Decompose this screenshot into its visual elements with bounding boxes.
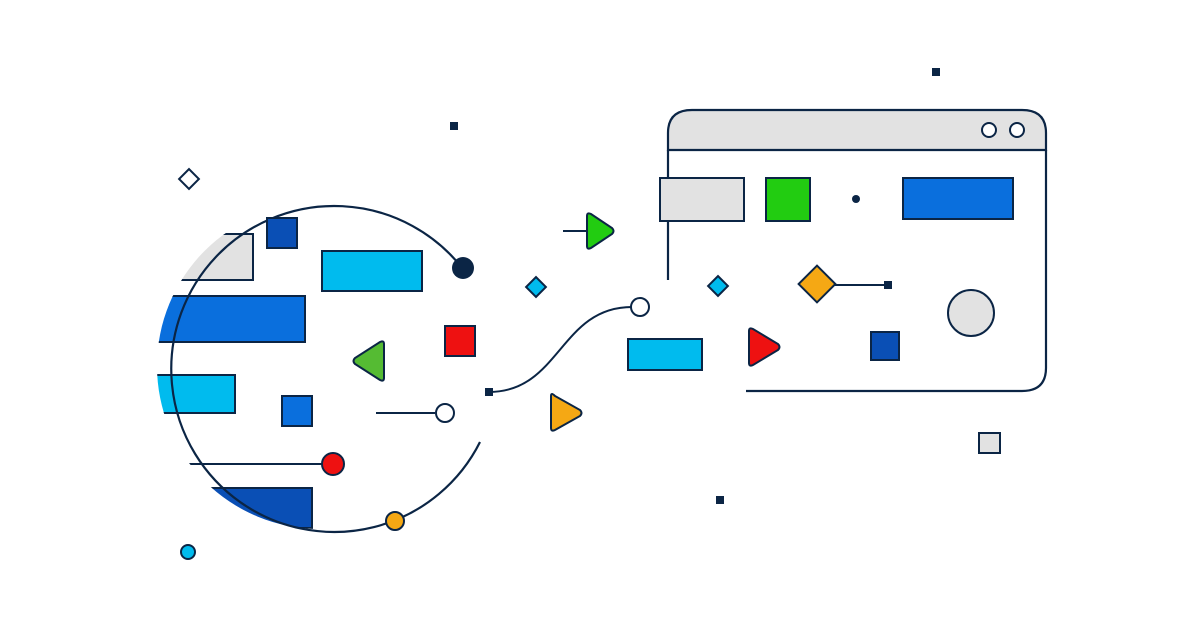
- window-control-circles-icon: [981, 122, 997, 138]
- diamond-icon-orange: [797, 264, 837, 304]
- lens-blue-bar-top: [157, 295, 306, 343]
- square-red: [444, 325, 476, 357]
- diamond-icon-sky: [524, 275, 548, 299]
- browser-gray-block: [659, 177, 745, 222]
- square-mid-blue: [281, 395, 313, 427]
- browser-gray-circle: [947, 289, 995, 337]
- browser-dark-blue-square: [870, 331, 900, 361]
- connector-end-square: [485, 388, 493, 396]
- sky-dot: [180, 544, 196, 560]
- browser-blue-bar: [902, 177, 1014, 220]
- lens-sky-bar-wide: [321, 250, 423, 292]
- browser-titlebar: [666, 108, 1048, 152]
- lens-contents: [157, 233, 322, 529]
- browser-dot: [852, 195, 860, 203]
- play-triangle-icon-orange: [550, 393, 583, 432]
- play-triangle-icon-green-right: [586, 212, 615, 250]
- floating-shapes: [177, 68, 1001, 560]
- connector-node-icon-white: [435, 403, 455, 423]
- diamond-icon-outline: [177, 167, 201, 191]
- window-control-circles-icon: [1009, 122, 1025, 138]
- s-curve-connector: [488, 306, 633, 393]
- diamond-icon-sky-2: [706, 274, 730, 298]
- connector-node-icon: [452, 257, 474, 279]
- lens-sky-bar: [157, 374, 236, 414]
- floating-sky-bar: [627, 338, 703, 371]
- tiny-square: [716, 496, 724, 504]
- connector-node-icon-white-2: [630, 297, 650, 317]
- browser-green-square: [765, 177, 811, 222]
- tiny-square: [450, 122, 458, 130]
- square-outline-gray: [978, 432, 1001, 454]
- square-dark-blue: [266, 217, 298, 249]
- lens-circle-outline: [170, 204, 481, 534]
- tiny-square: [932, 68, 940, 76]
- connector-node-icon-red: [321, 452, 345, 476]
- connector-end-square: [884, 281, 892, 289]
- data-lens-group: [157, 204, 481, 534]
- play-triangle-icon-red: [748, 327, 781, 367]
- orange-dot: [385, 511, 405, 531]
- play-triangle-icon-green-left: [352, 340, 385, 382]
- browser-window-icon: [659, 108, 1048, 393]
